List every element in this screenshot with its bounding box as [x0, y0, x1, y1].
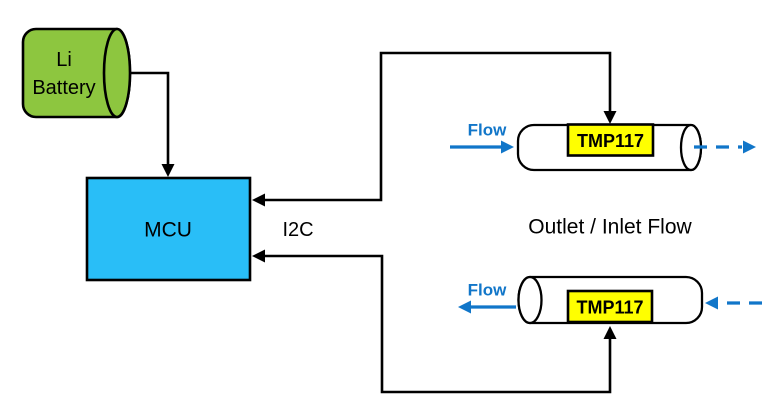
power-wire-line: [130, 71, 170, 165]
arrow-down-icon: [161, 164, 175, 177]
i2c-bus-label: I2C: [282, 219, 313, 241]
arrow-up-icon: [603, 326, 617, 339]
inlet-sensor-box: [566, 289, 654, 324]
inlet-flow-label: Flow: [468, 281, 507, 300]
pipes-caption: Outlet / Inlet Flow: [528, 216, 692, 239]
outlet-sensor-box: [566, 123, 655, 157]
outlet-flow-label: Flow: [468, 121, 507, 140]
mcu-label: MCU: [144, 219, 192, 242]
arrow-left-icon: [252, 193, 265, 207]
dashed-arrow-left-icon: [705, 296, 718, 310]
inlet-sensor-label: TMP117: [576, 298, 643, 318]
battery-cylinder-cap: [102, 27, 132, 119]
battery-label-line1: Li: [56, 49, 72, 71]
dashed-arrow-right-icon: [743, 140, 756, 154]
i2c-wire-inlet: [252, 249, 617, 394]
power-wire: [130, 71, 175, 177]
battery-label-line2: Battery: [32, 77, 95, 99]
inlet-pipe-opening: [517, 275, 543, 325]
battery-block: Li Battery: [21, 27, 132, 119]
outlet-pipe: TMP117 Flow: [450, 121, 756, 172]
arrow-left-icon: [252, 249, 265, 263]
outlet-sensor-label: TMP117: [577, 131, 644, 151]
mcu-block: MCU: [85, 176, 252, 282]
flow-arrow-right-icon: [501, 140, 514, 154]
i2c-wire-outlet-line: [264, 51, 612, 202]
inlet-pipe: TMP117 Flow: [458, 275, 762, 325]
i2c-wire-inlet-line: [264, 254, 612, 394]
arrow-down-icon: [603, 111, 617, 124]
i2c-wire-outlet: [252, 51, 617, 207]
mcu-box-shape: [85, 176, 252, 282]
flow-arrow-left-icon: [458, 300, 471, 314]
